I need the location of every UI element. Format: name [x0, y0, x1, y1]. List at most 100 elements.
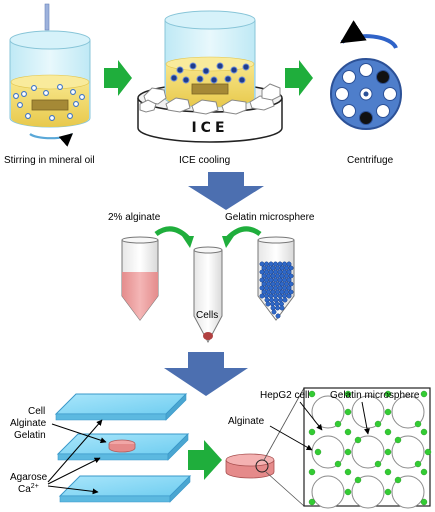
microsphere-bead — [282, 293, 287, 299]
layered-plates — [54, 393, 192, 503]
microsphere-bead — [279, 265, 285, 271]
microsphere-bead — [277, 293, 283, 299]
microsphere-bead — [279, 273, 285, 279]
microsphere-bead — [270, 289, 276, 295]
microsphere-bead — [275, 313, 281, 319]
step-label-centrifuge: Centrifuge — [347, 155, 394, 166]
microsphere-bead — [270, 281, 276, 287]
microsphere-bead — [273, 293, 278, 299]
hepg2-cell-dot — [384, 390, 392, 398]
tube-alginate — [121, 236, 159, 321]
microsphere-bead — [282, 277, 287, 283]
green-curved-arrow-icon — [182, 236, 194, 248]
microsphere-bead — [277, 269, 283, 275]
microsphere-bead — [279, 301, 284, 307]
gelatin-microspheres — [311, 395, 425, 509]
hepg2-cell-dot — [344, 448, 352, 456]
microsphere-bead — [273, 261, 278, 267]
green-curved-arrow-icon — [222, 236, 234, 248]
hepg2-cell-dot — [394, 476, 402, 484]
microsphere-bead — [273, 297, 279, 303]
step-label-stirring: Stirring in mineral oil — [4, 155, 95, 166]
label-cells: Cells — [196, 310, 218, 321]
centrifuge-rotor — [330, 20, 402, 130]
hepg2-cell-dot — [308, 468, 316, 476]
cell-pellet — [203, 332, 213, 340]
label-gelatin-microsphere: Gelatin microsphere — [225, 212, 315, 223]
microsphere-bead — [261, 281, 267, 287]
label-gelatin-microsphere-inset: Gelatin microsphere — [330, 390, 420, 401]
microsphere-bead — [284, 281, 289, 287]
tube-cells — [193, 246, 223, 344]
microsphere-bead — [288, 289, 294, 295]
microsphere-bead — [268, 269, 274, 275]
hepg2-cell-dot — [354, 436, 362, 444]
ice-label: ICE — [191, 120, 228, 136]
label-ca: Ca2+ — [18, 483, 39, 495]
oil-droplets — [13, 84, 85, 121]
label-alginate-inset: Alginate — [228, 416, 265, 427]
hepg2-cell-dot — [414, 460, 422, 468]
hepg2-cell-dot — [414, 420, 422, 428]
microsphere-bead — [273, 269, 278, 275]
ice-cubes — [139, 83, 281, 115]
microsphere-bead — [266, 289, 271, 295]
microsphere-bead — [268, 277, 274, 283]
tube-microspheres — [257, 236, 295, 321]
microsphere-bead — [264, 293, 269, 299]
hepg2-cell-dot — [334, 460, 342, 468]
blue-down-arrow-icon — [188, 172, 264, 210]
microsphere-bead — [264, 297, 270, 303]
microsphere-bead — [270, 301, 275, 307]
microsphere-bead — [266, 265, 271, 271]
microsphere-bead — [284, 265, 289, 271]
microsphere-bead — [259, 293, 265, 299]
ice-cooling-beaker: ICE — [137, 10, 283, 143]
microsphere-bead — [259, 277, 265, 283]
hepg2-cell-dot — [384, 428, 392, 436]
microsphere-inset — [303, 387, 432, 509]
hepg2-cell-dot — [314, 448, 322, 456]
blue-down-arrow-icon — [164, 352, 248, 396]
microsphere-bead — [277, 277, 283, 283]
rotation-arrow-icon — [29, 133, 73, 147]
microsphere-bead — [288, 273, 294, 279]
microsphere-bead — [286, 293, 292, 299]
hepg2-cell-dot — [420, 468, 428, 476]
stir-bar — [31, 99, 69, 111]
microsphere-bead — [286, 285, 292, 291]
microsphere-bead — [259, 285, 265, 291]
microsphere-bead — [282, 261, 287, 267]
hepg2-cell-dot — [420, 498, 428, 506]
label-gelatin: Gelatin — [14, 430, 46, 441]
microsphere-bead — [270, 273, 276, 279]
microsphere-bead — [261, 289, 267, 295]
microsphere-bead — [264, 269, 269, 275]
hepg2-cell-dot — [374, 460, 382, 468]
microsphere-bead — [266, 273, 271, 279]
microsphere-bead — [261, 265, 267, 271]
label-alginate-2pct: 2% alginate — [108, 212, 161, 223]
microsphere-bead — [275, 305, 280, 311]
hepg2-cell-dot — [384, 468, 392, 476]
green-arrow-icon — [285, 60, 313, 96]
hepg2-cell-dot — [384, 448, 392, 456]
hepg2-cell-dot — [394, 436, 402, 444]
microsphere-bead — [273, 285, 278, 291]
hepg2-cell-dot — [344, 408, 352, 416]
microsphere-bead — [266, 281, 271, 287]
microsphere-bead — [279, 289, 285, 295]
microsphere-bead — [282, 297, 288, 303]
microsphere-bead — [286, 277, 292, 283]
microsphere-bead — [277, 261, 283, 267]
microsphere-bead — [274, 301, 280, 307]
hepg2-cell-dot — [384, 408, 392, 416]
alginate-disc — [225, 453, 275, 479]
hepg2-cell-dot — [374, 420, 382, 428]
microsphere-bead — [271, 309, 277, 315]
rotation-arrow-icon — [339, 20, 398, 49]
microsphere-bead — [279, 305, 285, 311]
hepg2-cell-dot — [344, 428, 352, 436]
stirring-beaker — [9, 3, 91, 147]
